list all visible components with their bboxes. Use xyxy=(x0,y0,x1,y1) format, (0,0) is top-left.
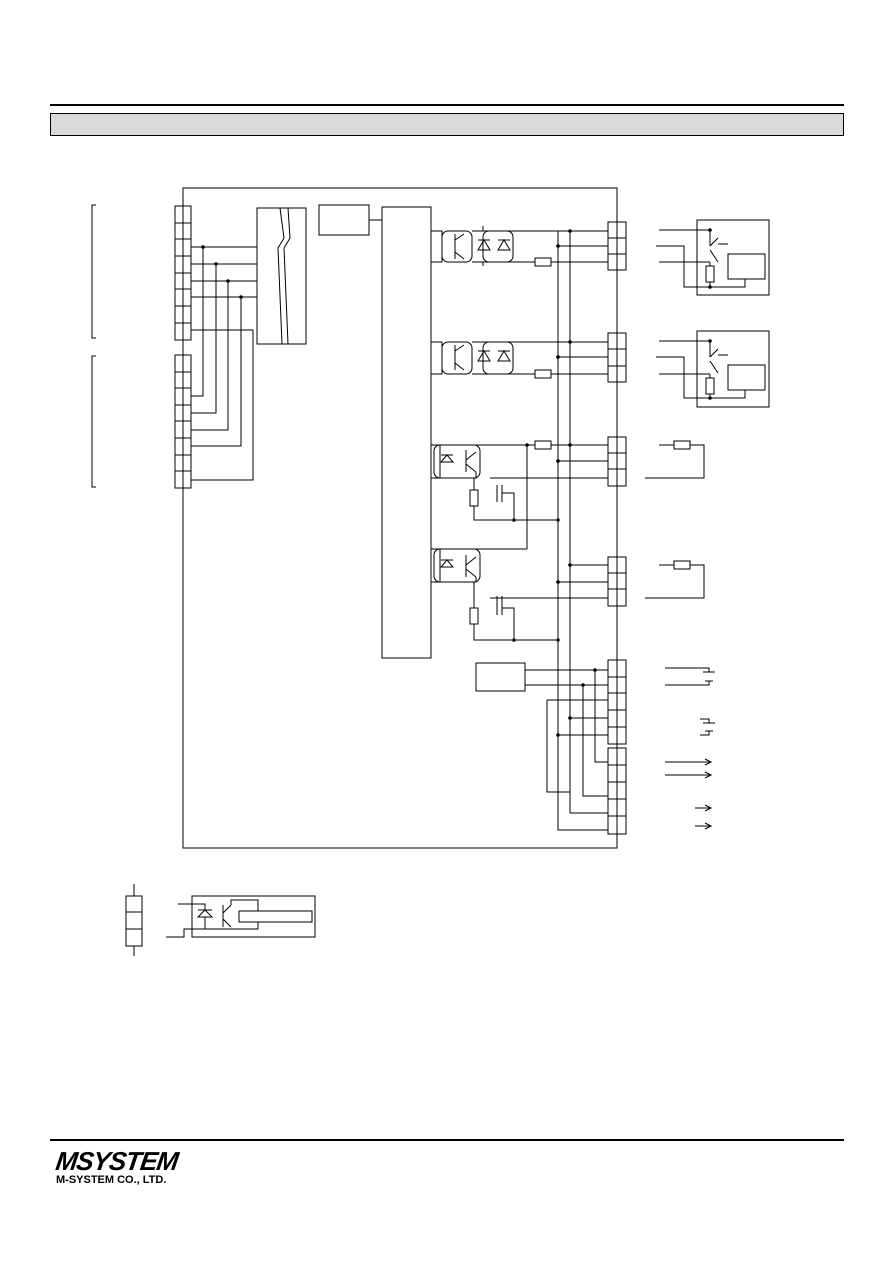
module-outline xyxy=(182,187,618,849)
power-supply-symbol-2 xyxy=(700,718,715,736)
terminal-block-right-6 xyxy=(607,747,627,835)
header-rule xyxy=(50,104,844,106)
footer-rule xyxy=(50,1139,844,1141)
signal-arrows xyxy=(665,758,713,830)
inset-terminal xyxy=(125,884,143,956)
output-channel-2 xyxy=(431,341,608,379)
logo-mark: MSYSTEM xyxy=(53,1146,180,1176)
terminal-block-left-upper xyxy=(174,205,192,341)
control-block xyxy=(318,204,370,236)
terminal-block-right-2 xyxy=(607,332,627,383)
input-wiring xyxy=(191,246,257,481)
left-bracket-upper xyxy=(91,204,96,339)
terminal-block-right-1 xyxy=(607,221,627,271)
company-logo: MSYSTEM M-SYSTEM CO., LTD. xyxy=(53,1146,180,1186)
output-channel-4 xyxy=(431,548,608,641)
external-load-1 xyxy=(656,219,770,296)
external-load-4 xyxy=(645,560,705,599)
external-load-2 xyxy=(656,330,770,408)
terminal-block-right-3 xyxy=(607,436,627,487)
output-channel-1 xyxy=(431,226,608,267)
external-load-3 xyxy=(645,440,705,479)
output-channel-3 xyxy=(431,440,608,549)
terminal-block-left-lower xyxy=(174,354,192,489)
company-name: M-SYSTEM CO., LTD. xyxy=(56,1174,167,1186)
power-supply-symbol-1 xyxy=(665,667,715,686)
terminal-block-right-5 xyxy=(607,659,627,745)
power-block xyxy=(475,662,608,692)
title-band xyxy=(50,113,844,136)
connector-block xyxy=(256,207,307,345)
processor-block xyxy=(381,206,432,659)
terminal-block-right-4 xyxy=(607,556,627,607)
junction-dots xyxy=(201,228,712,737)
inset-photorelay xyxy=(166,895,316,938)
internal-bus xyxy=(546,231,608,831)
left-bracket-lower xyxy=(91,355,96,488)
